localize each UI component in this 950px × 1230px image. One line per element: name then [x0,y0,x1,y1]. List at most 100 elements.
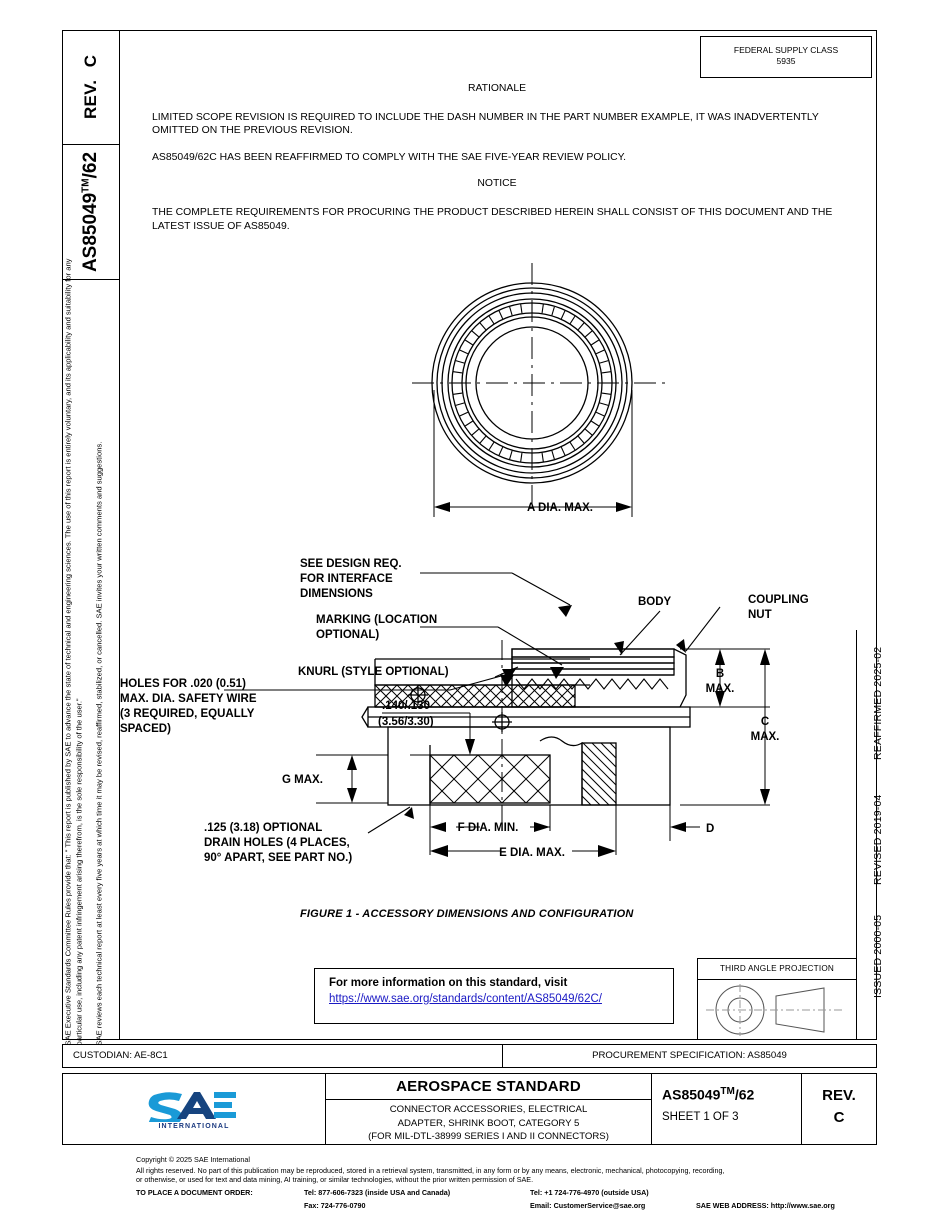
date-reaffirmed: REAFFIRMED 2025-02 [872,646,884,760]
sae-logo-mark [148,1092,236,1122]
title-block: INTERNATIONAL AEROSPACE STANDARD CONNECT… [62,1073,877,1145]
doc-number-trademark: TM [720,1086,735,1097]
description-line-2: ADAPTER, SHRINK BOOT, CATEGORY 5 [397,1117,580,1129]
procurement-spec-label: PROCUREMENT SPECIFICATION: AS85049 [592,1050,787,1061]
revision-dates-column: REAFFIRMED 2025-02 REVISED 2019-04 ISSUE… [856,630,884,1040]
figure-1-svg: A DIA. MAX. SEE DESIGN REQ. FOR INTERFAC… [120,263,809,864]
label-g-max: G MAX. [282,774,323,786]
rationale-heading: RATIONALE [467,83,527,94]
label-c-max-1: C [761,716,769,728]
label-c-max-2: MAX. [751,731,780,743]
title-block-doc-number: AS85049TM/62 SHEET 1 OF 3 [652,1074,802,1144]
dimension-e-f [429,805,617,855]
third-angle-symbol [706,984,844,1036]
standard-type: AEROSPACE STANDARD [326,1074,651,1100]
tel-outside-usa: Tel: +1 724-776-4970 (outside USA) [530,1187,649,1197]
fsc-label: FEDERAL SUPPLY CLASS [733,45,839,55]
label-drain-2: DRAIN HOLES (4 PLACES, [204,837,350,849]
dimension-lines-right [680,648,770,806]
doc-number-cell: AS85049TM/62 [62,145,119,280]
label-holes-2: MAX. DIA. SAFETY WIRE [120,693,257,705]
third-angle-projection-box: THIRD ANGLE PROJECTION [697,958,857,1040]
rev-value: C [80,54,100,68]
technical-drawing: A DIA. MAX. SEE DESIGN REQ. FOR INTERFAC… [120,255,856,945]
doc-number-sfx: /62 [734,1086,755,1103]
label-drain-1: .125 (3.18) OPTIONAL [204,822,322,834]
left-id-column: REV. C AS85049TM/62 [62,30,120,1040]
title-block-rev: REV. C [802,1074,876,1144]
date-issued: ISSUED 2000-05 [872,914,884,998]
notice-paragraph: THE COMPLETE REQUIREMENTS FOR PROCURING … [152,206,833,232]
rev-top-stack: REV. C [81,55,101,119]
drawing-frame [62,30,877,1040]
email-address: Email: CustomerService@sae.org [530,1200,646,1210]
tel-inside-usa: Tel: 877-606-7323 (inside USA and Canada… [304,1187,451,1197]
title-block-rev-value: C [833,1109,845,1126]
rev-cell-top: REV. C [62,30,119,145]
more-information-box: For more information on this standard, v… [314,968,674,1024]
top-view-centerlines [412,263,665,505]
drawing-labels: A DIA. MAX. SEE DESIGN REQ. FOR INTERFAC… [120,502,809,864]
doc-number-full: AS85049TM/62 [662,1086,801,1103]
copyright-line: Copyright © 2025 SAE International [136,1155,250,1164]
rationale-block: RATIONALE LIMITED SCOPE REVISION IS REQU… [152,82,842,233]
web-address: SAE WEB ADDRESS: http://www.sae.org [696,1200,835,1210]
label-design-req-1: SEE DESIGN REQ. [300,558,402,570]
label-drain-3: 90° APART, SEE PART NO.) [204,852,352,864]
doc-number-suffix: /62 [79,151,101,179]
fsc-value: 5935 [776,56,796,66]
trademark-mark: TM [80,178,92,193]
sae-logo: INTERNATIONAL [148,1088,240,1130]
label-b-max-2: MAX. [706,683,735,695]
label-marking-1: MARKING (LOCATION [316,614,437,626]
rights-line-2: or otherwise, or used for text and data … [136,1175,534,1185]
label-e-dia-max: E DIA. MAX. [499,847,565,859]
doc-number-prefix: AS85049 [79,192,101,273]
title-block-rev-label: REV. [822,1087,856,1104]
knurl-band-lower [429,754,551,804]
arrow-left-a [434,502,450,512]
doc-number-stack: AS85049TM/62 [80,152,102,272]
label-holes-1: HOLES FOR .020 (0.51) [120,678,246,690]
description-line-3: (FOR MIL-DTL-38999 SERIES I AND II CONNE… [368,1131,609,1142]
label-coupling-nut-1: COUPLING [748,594,809,606]
standard-description: CONNECTOR ACCESSORIES, ELECTRICAL ADAPTE… [326,1100,651,1144]
order-row-2: Fax: 724-776-0790 Email: CustomerService… [136,1201,948,1212]
date-revised: REVISED 2019-04 [872,794,884,885]
label-holes-4: SPACED) [120,723,171,735]
label-holes-3: (3 REQUIRED, EQUALLY [120,708,255,720]
sae-logo-subtitle: INTERNATIONAL [158,1123,230,1130]
rights-line-1: All rights reserved. No part of this pub… [136,1165,725,1175]
third-angle-title: THIRD ANGLE PROJECTION [698,959,856,980]
label-design-req-3: DIMENSIONS [300,588,373,600]
dimension-d [615,805,700,841]
rationale-paragraph-2: AS85049/62C HAS BEEN REAFFIRMED TO COMPL… [152,151,627,163]
arrow-right-a [616,502,632,512]
fax-number: Fax: 724-776-0790 [304,1200,366,1210]
info-box-heading: For more information on this standard, v… [329,977,568,989]
standard-url-link[interactable]: https://www.sae.org/standards/content/AS… [329,993,602,1005]
label-design-req-2: FOR INTERFACE [300,573,393,585]
footer: Copyright © 2025 SAE International All r… [136,1155,948,1212]
label-tolerance-1: .140/.130 [382,700,430,712]
label-f-dia-min: F DIA. MIN. [458,822,519,834]
thread-pattern [515,678,669,690]
label-body: BODY [638,596,672,608]
title-block-description: AEROSPACE STANDARD CONNECTOR ACCESSORIES… [326,1074,652,1144]
rev-label: REV. [80,79,100,120]
a-dia-dimension [433,390,633,517]
label-tolerance-2: (3.56/3.30) [378,716,434,728]
custodian-strip: CUSTODIAN: AE-8C1 PROCUREMENT SPECIFICAT… [62,1044,877,1068]
lug-hatch [581,742,617,806]
description-line-1: CONNECTOR ACCESSORIES, ELECTRICAL [389,1104,588,1115]
label-coupling-nut-2: NUT [748,609,772,621]
doc-number-base: AS85049 [662,1086,721,1103]
order-row-1: TO PLACE A DOCUMENT ORDER: Tel: 877-606-… [136,1188,948,1199]
order-label: TO PLACE A DOCUMENT ORDER: [136,1187,253,1197]
notice-heading: NOTICE [477,178,517,190]
sheet-number: SHEET 1 OF 3 [662,1110,739,1123]
custodian-label: CUSTODIAN: AE-8C1 [63,1045,503,1067]
label-knurl: KNURL (STYLE OPTIONAL) [298,666,449,678]
label-b-max-1: B [716,668,724,680]
